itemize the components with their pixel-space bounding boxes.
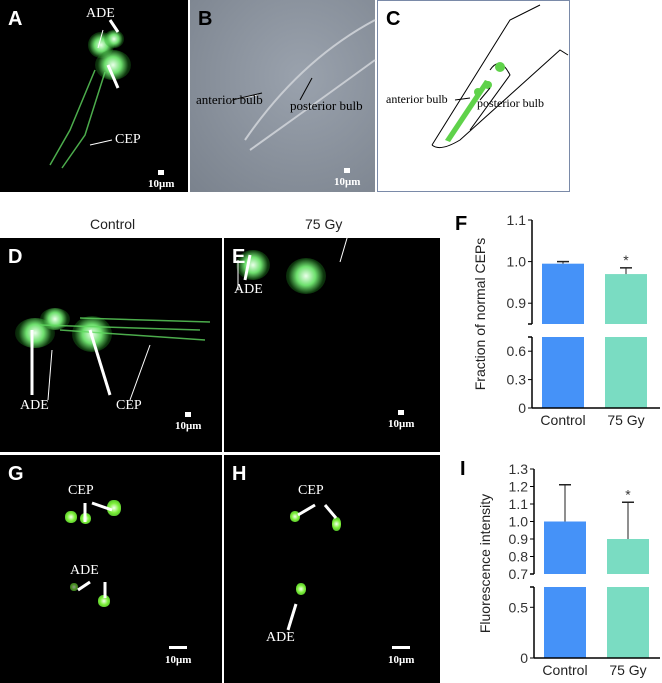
label-anterior-bulb: anterior bulb	[386, 92, 448, 106]
x-tick-label: Control	[542, 662, 587, 678]
significance-marker: *	[623, 252, 629, 268]
y-tick-label: 0.5	[509, 599, 529, 615]
y-tick-label: 0.7	[509, 566, 529, 582]
y-tick-label: 0.9	[507, 295, 527, 311]
bar-lower-1	[605, 337, 647, 408]
label-ade: ADE	[20, 398, 49, 413]
panel-letter-f: F	[455, 213, 468, 235]
y-tick-label: 1.1	[507, 212, 527, 228]
y-tick-label: 1.1	[509, 496, 529, 512]
scale-bar: 10μm	[175, 412, 202, 432]
panel-letter-a: A	[8, 8, 23, 30]
y-tick-label: 1.2	[509, 479, 529, 495]
panel-letter-g: G	[8, 463, 24, 485]
bar-upper-0	[544, 521, 586, 574]
bar-lower-0	[544, 587, 586, 658]
bar-upper-1	[607, 539, 649, 574]
scale-bar: 10μm	[388, 410, 415, 430]
bar-lower-1	[607, 587, 649, 658]
bar-upper-0	[542, 263, 584, 324]
panel-letter-b: B	[198, 8, 213, 30]
y-tick-label: 0.8	[509, 549, 529, 565]
scale-bar: 10μm	[334, 168, 361, 188]
label-ade: ADE	[266, 630, 295, 645]
label-cep: CEP	[115, 132, 141, 147]
column-header-75gy: 75 Gy	[305, 216, 343, 232]
y-tick-label: 0	[520, 650, 528, 666]
panel-d-image	[0, 238, 222, 452]
label-posterior-bulb: posterior bulb	[477, 96, 544, 110]
scale-bar: 10μm	[165, 646, 192, 666]
worm-outline-b	[244, 19, 376, 151]
label-posterior-bulb: posterior bulb	[290, 98, 363, 113]
label-cep: CEP	[298, 483, 324, 498]
panel-a-image	[0, 0, 188, 192]
panel-c-diagram	[377, 0, 570, 192]
panel-letter-i: I	[460, 458, 466, 480]
panel-h-image	[224, 455, 440, 683]
label-cep: CEP	[116, 398, 142, 413]
scale-bar: 10μm	[388, 646, 415, 666]
bar-upper-1	[605, 274, 647, 324]
label-anterior-bulb: anterior bulb	[196, 92, 263, 107]
bar-lower-0	[542, 337, 584, 408]
neuron-processes	[39, 69, 211, 341]
y-axis-label: Fluorescence intensity	[477, 494, 493, 633]
arrows	[30, 19, 351, 631]
y-tick-label: 0.9	[509, 531, 529, 547]
significance-marker: *	[625, 486, 631, 502]
y-tick-label: 0.3	[507, 372, 527, 388]
y-tick-label: 1.0	[509, 514, 529, 530]
label-cep: CEP	[68, 483, 94, 498]
x-tick-label: 75 Gy	[607, 412, 644, 428]
label-cep: CEP	[352, 204, 378, 219]
panel-letter-h: H	[232, 463, 247, 485]
y-axis-label: Fraction of normal CEPs	[472, 238, 488, 391]
label-ade: ADE	[234, 282, 263, 297]
y-tick-label: 1.3	[509, 461, 529, 477]
panel-b-image	[190, 0, 375, 192]
leader-lines-b-c	[231, 77, 491, 101]
x-tick-label: 75 Gy	[609, 662, 646, 678]
label-ade: ADE	[70, 563, 99, 578]
scale-bar: 10μm	[148, 170, 175, 190]
label-ade: ADE	[86, 6, 115, 21]
y-tick-label: 0	[518, 400, 526, 416]
y-tick-label: 1.0	[507, 254, 527, 270]
y-tick-label: 0.6	[507, 343, 527, 359]
neuron-drawing-c	[445, 62, 505, 142]
x-tick-label: Control	[540, 412, 585, 428]
panel-e-image	[224, 238, 440, 452]
panel-g-image	[0, 455, 222, 683]
panel-letter-e: E	[232, 246, 246, 268]
column-header-control: Control	[90, 216, 136, 232]
panel-letter-c: C	[386, 8, 401, 30]
panel-letter-d: D	[8, 246, 23, 268]
